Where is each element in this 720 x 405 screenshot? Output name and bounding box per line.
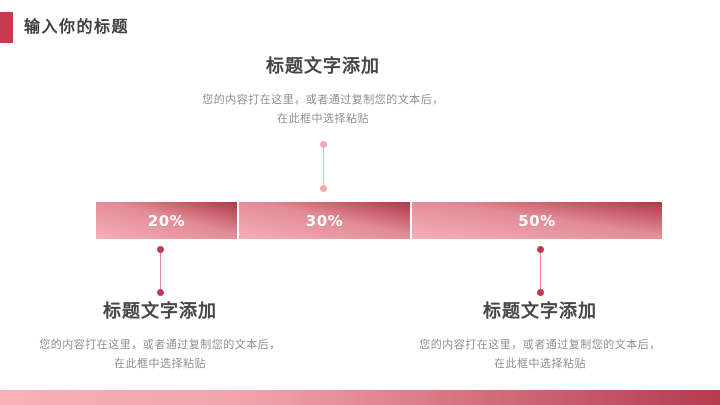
bar-segment-50-label: 50% (518, 211, 556, 230)
bar-segment-30-label: 30% (305, 211, 344, 230)
bottom-right-connector (533, 246, 547, 296)
top-connector (316, 141, 330, 192)
bottom-right-connector-dot-top (536, 246, 544, 253)
bottom-left-connector (153, 246, 167, 296)
bottom-left-body-line2: 在此框中选择粘贴 (114, 357, 206, 370)
top-block-heading: 标题文字添加 (266, 56, 380, 77)
bottom-left-heading: 标题文字添加 (103, 301, 217, 322)
bottom-left-body-line1: 您的内容打在这里，或者通过复制您的文本后， (39, 338, 281, 351)
top-connector-dot-bottom (319, 185, 327, 192)
top-block-body-line1: 您的内容打在这里，或者通过复制您的文本后， (202, 93, 444, 106)
bar-segment-20: 20% (96, 202, 237, 239)
percentage-bar: 20% 30% 50% (96, 202, 662, 239)
footer-accent-strip (0, 390, 720, 405)
bottom-right-connector-line (539, 253, 541, 289)
bottom-left-connector-dot-top (156, 246, 164, 253)
bar-segment-30: 30% (239, 202, 410, 239)
bottom-left-text-block: 标题文字添加 您的内容打在这里，或者通过复制您的文本后， 在此框中选择粘贴 (0, 300, 320, 373)
bottom-right-body-line2: 在此框中选择粘贴 (494, 357, 586, 370)
bottom-right-text-block: 标题文字添加 您的内容打在这里，或者通过复制您的文本后， 在此框中选择粘贴 (380, 300, 700, 373)
bottom-right-heading: 标题文字添加 (483, 301, 597, 322)
bar-segment-20-label: 20% (147, 211, 186, 230)
bottom-right-body-line1: 您的内容打在这里，或者通过复制您的文本后， (419, 338, 661, 351)
top-connector-dot-top (319, 141, 327, 148)
bar-segment-50: 50% (412, 202, 662, 239)
bottom-right-connector-dot-bottom (536, 289, 544, 296)
bottom-left-connector-dot-bottom (156, 289, 164, 296)
bottom-left-connector-line (159, 253, 161, 289)
slide-title: 输入你的标题 (24, 17, 130, 36)
title-marker (0, 12, 13, 43)
top-connector-line (322, 148, 324, 185)
top-block-body-line2: 在此框中选择粘贴 (277, 112, 369, 125)
top-text-block: 标题文字添加 您的内容打在这里，或者通过复制您的文本后， 在此框中选择粘贴 (103, 55, 543, 128)
